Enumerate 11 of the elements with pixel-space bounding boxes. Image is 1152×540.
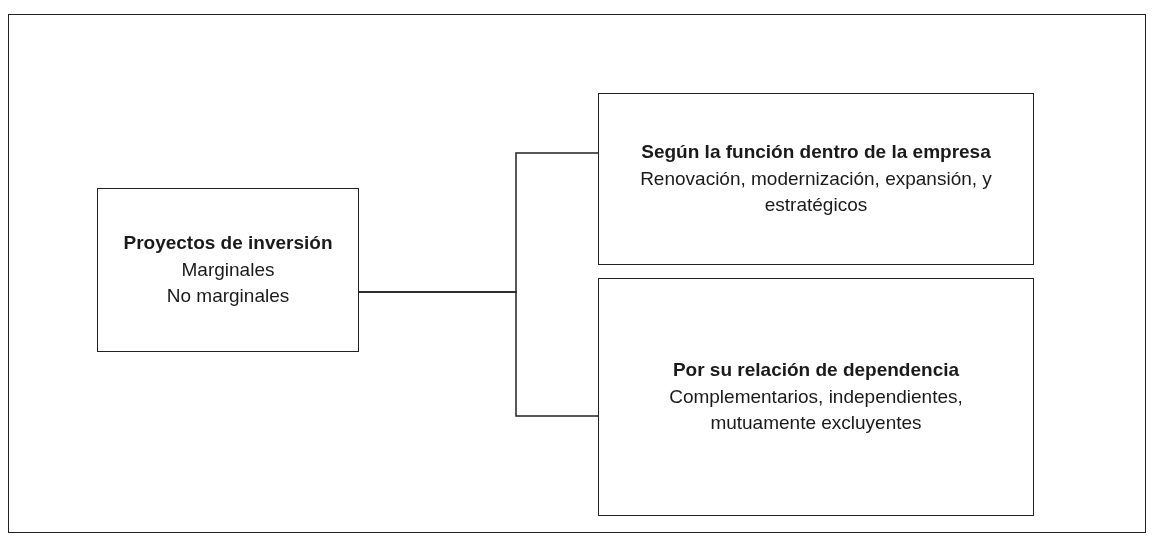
box-text: Complementarios, independientes, mutuamente excluyentes <box>668 384 964 436</box>
connector-line <box>358 291 599 417</box>
box-text: Renovación, modernización, expansión, y estratégicos <box>639 166 993 218</box>
box-heading: Según la función dentro de la empresa <box>641 140 991 165</box>
box-heading: Por su relación de dependencia <box>672 358 960 383</box>
box-text: Marginales <box>181 257 275 282</box>
category-box <box>598 93 1034 265</box>
box-heading: Proyectos de inversión <box>123 231 333 256</box>
category-box <box>97 188 359 352</box>
category-box <box>598 278 1034 516</box>
box-text: No marginales <box>166 284 290 309</box>
